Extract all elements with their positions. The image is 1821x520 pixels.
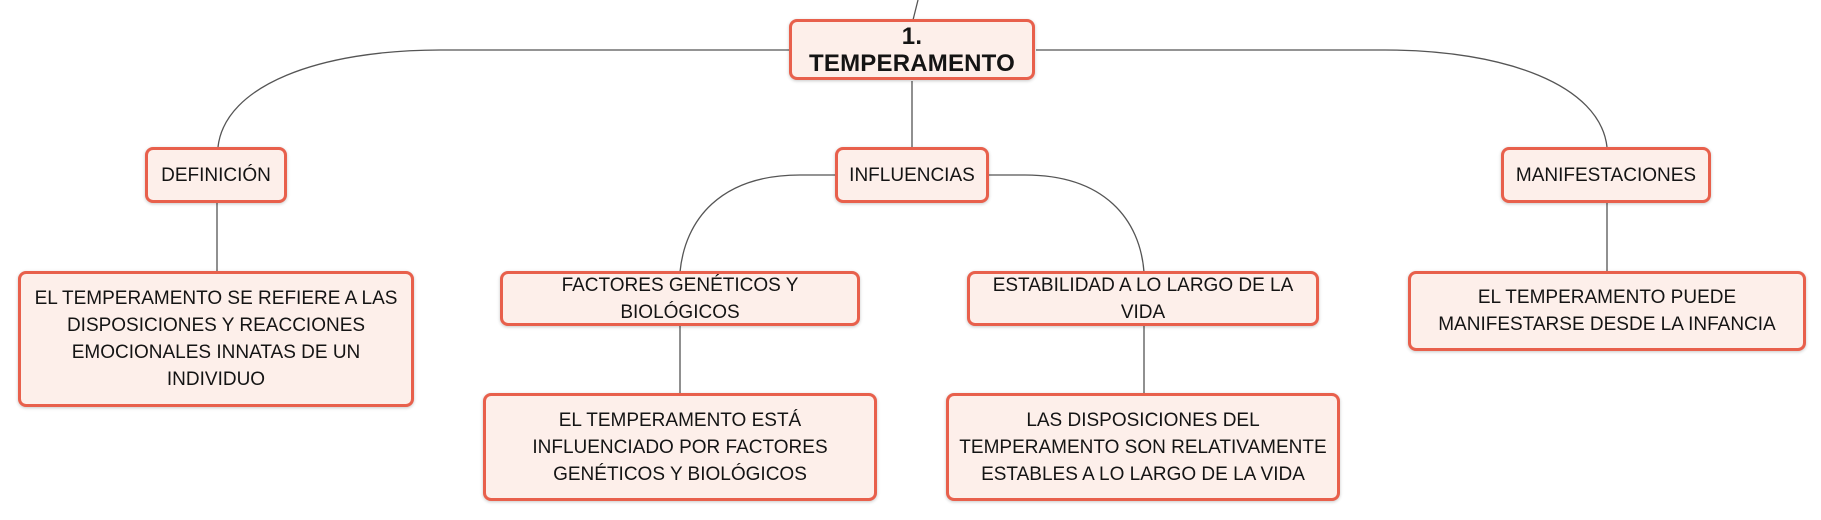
detail-node-text: EL TEMPERAMENTO PUEDE MANIFESTARSE DESDE… [1438, 287, 1776, 335]
connector-root-to-definicion [217, 49, 792, 148]
connector-root-to-manifestaciones [1036, 49, 1608, 148]
branch-node-label: INFLUENCIAS [849, 164, 975, 186]
subbranch-node-factores-geneticos[interactable]: FACTORES GENÉTICOS Y BIOLÓGICOS [500, 271, 860, 326]
detail-node-text: EL TEMPERAMENTO SE REFIERE A LAS DISPOSI… [34, 288, 398, 390]
detail-node-manifestaciones[interactable]: EL TEMPERAMENTO PUEDE MANIFESTARSE DESDE… [1408, 271, 1806, 351]
connector-influencias-to-geneticos [679, 174, 837, 273]
root-node-label: 1. TEMPERAMENTO [809, 22, 1015, 77]
detail-node-text: EL TEMPERAMENTO ESTÁ INFLUENCIADO POR FA… [532, 409, 828, 485]
detail-node-text: LAS DISPOSICIONES DEL TEMPERAMENTO SON R… [959, 409, 1327, 485]
branch-node-manifestaciones[interactable]: MANIFESTACIONES [1501, 147, 1711, 203]
detail-node-estabilidad[interactable]: LAS DISPOSICIONES DEL TEMPERAMENTO SON R… [946, 393, 1340, 501]
connector-parent-to-root [912, 0, 919, 21]
branch-node-label: MANIFESTACIONES [1515, 164, 1697, 186]
connector-influencias-to-estabilidad [987, 174, 1145, 273]
root-node-temperamento[interactable]: 1. TEMPERAMENTO [789, 19, 1035, 80]
branch-node-influencias[interactable]: INFLUENCIAS [835, 147, 989, 203]
subbranch-node-label: ESTABILIDAD A LO LARGO DE LA VIDA [992, 274, 1294, 323]
detail-node-geneticos[interactable]: EL TEMPERAMENTO ESTÁ INFLUENCIADO POR FA… [483, 393, 877, 501]
branch-node-label: DEFINICIÓN [161, 164, 271, 186]
branch-node-definicion[interactable]: DEFINICIÓN [145, 147, 287, 203]
subbranch-node-label: FACTORES GENÉTICOS Y BIOLÓGICOS [561, 274, 799, 323]
detail-node-definicion[interactable]: EL TEMPERAMENTO SE REFIERE A LAS DISPOSI… [18, 271, 414, 407]
subbranch-node-estabilidad[interactable]: ESTABILIDAD A LO LARGO DE LA VIDA [967, 271, 1319, 326]
